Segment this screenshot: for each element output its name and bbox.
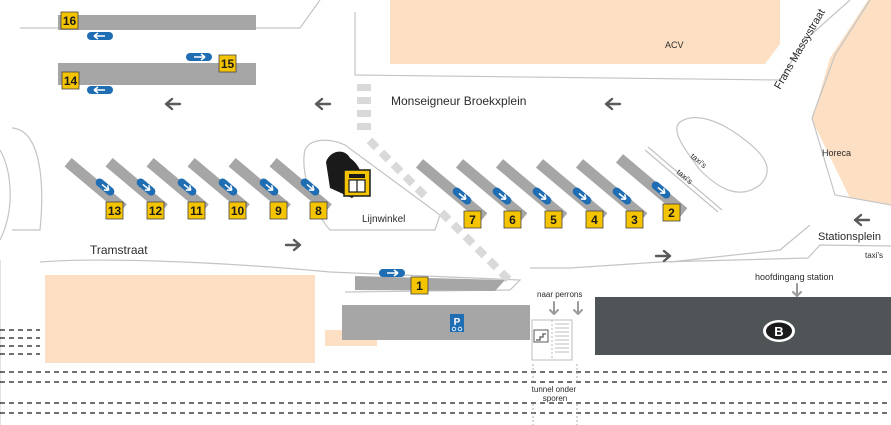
traffic-arrow-left xyxy=(853,213,871,227)
blue-arrow-left-14 xyxy=(87,86,113,94)
street-tramstraat: Tramstraat xyxy=(90,243,148,257)
tunnel-label-bg xyxy=(532,383,578,402)
building-southwest xyxy=(45,275,315,363)
sncb-logo-letter: B xyxy=(774,324,783,339)
curb-west-island xyxy=(11,127,43,231)
bay-number: 11 xyxy=(190,204,203,218)
bay-number: 1 xyxy=(416,279,423,293)
west-bays xyxy=(64,158,332,213)
curb-west-island-2 xyxy=(0,149,11,241)
curb-east-right xyxy=(811,0,891,206)
bicycle-parking-icon: P xyxy=(450,314,464,332)
taxi-island-1 xyxy=(676,117,768,193)
bay-number: 10 xyxy=(231,204,245,218)
bay-number: 4 xyxy=(591,213,598,227)
bay-sign[interactable]: 15 xyxy=(218,54,237,73)
bay-number: 2 xyxy=(668,206,675,220)
bay-sign[interactable]: 7 xyxy=(463,210,482,229)
bay-signs: 16 14 15 13 12 11 10 9 8 7 6 5 4 3 2 1 xyxy=(60,11,681,295)
bay-number: 15 xyxy=(221,57,235,71)
traffic-arrow-left xyxy=(604,97,622,111)
tunnel-access xyxy=(531,319,573,361)
tunnel-label-line: tunnel onder xyxy=(532,385,577,394)
bay-sign[interactable]: 12 xyxy=(146,201,165,220)
blue-arrow-right-15 xyxy=(186,53,212,61)
taxi-label: taxi's xyxy=(865,251,883,260)
bay-number: 9 xyxy=(275,204,282,218)
down-arrow xyxy=(792,283,802,297)
bay-sign[interactable]: 8 xyxy=(309,201,328,220)
curb-station-square xyxy=(669,224,811,263)
bay-sign[interactable]: 1 xyxy=(410,276,429,295)
platform-14-15 xyxy=(58,63,256,85)
curb-stationsplein xyxy=(530,244,891,269)
blue-arrow-right-1 xyxy=(379,269,405,277)
platform-16 xyxy=(58,15,256,30)
shop-icon xyxy=(326,151,371,198)
to-platforms-label: naar perrons xyxy=(537,290,582,299)
tunnel-label: tunnel onder sporen xyxy=(532,385,579,403)
traffic-arrow-left xyxy=(164,97,182,111)
curb-tramstraat xyxy=(39,259,522,293)
bay-sign[interactable]: 13 xyxy=(105,201,124,220)
bay-number: 8 xyxy=(315,204,322,218)
traffic-arrow-right xyxy=(284,238,302,252)
traffic-arrow-right xyxy=(654,249,672,263)
traffic-arrows xyxy=(164,97,871,315)
bay-number: 5 xyxy=(550,213,557,227)
bay-number: 6 xyxy=(509,213,516,227)
bay-number: 14 xyxy=(64,74,78,88)
platform-1 xyxy=(355,276,505,291)
bay-number: 12 xyxy=(149,204,163,218)
bay-sign[interactable]: 3 xyxy=(625,210,644,229)
station-building xyxy=(595,297,891,355)
parking-letter: P xyxy=(454,317,461,328)
bay-sign[interactable]: 10 xyxy=(228,201,247,220)
street-frans-massy: Frans Massystraat xyxy=(772,7,828,91)
bay-number: 3 xyxy=(631,213,638,227)
curb-north xyxy=(354,0,851,81)
bay-number: 7 xyxy=(469,213,476,227)
stairs-icon xyxy=(533,329,549,343)
street-monseigneur: Monseigneur Broekxplein xyxy=(391,94,526,108)
crosswalk-north xyxy=(357,84,371,130)
east-bays xyxy=(415,154,688,222)
bay-sign[interactable]: 16 xyxy=(60,11,79,30)
horeca-building xyxy=(812,0,891,205)
bay-sign[interactable]: 14 xyxy=(61,71,80,90)
taxi-island-2b xyxy=(647,146,723,211)
lijnwinkel-label: Lijnwinkel xyxy=(362,214,405,225)
street-stationsplein: Stationsplein xyxy=(818,231,881,243)
bay-sign[interactable]: 4 xyxy=(585,210,604,229)
crosswalk-diagonal xyxy=(366,137,512,283)
bay-sign[interactable]: 2 xyxy=(662,203,681,222)
bay-number: 13 xyxy=(108,204,122,218)
blue-arrow-left-16 xyxy=(87,32,113,40)
bay-sign[interactable]: 11 xyxy=(187,201,206,220)
bike-parking-platform xyxy=(342,305,530,340)
blue-arrows xyxy=(87,32,671,277)
acv-building xyxy=(390,0,780,64)
sncb-logo: B xyxy=(763,320,795,342)
taxi-island-2 xyxy=(644,149,719,213)
bay-number: 16 xyxy=(63,14,77,28)
bay-sign[interactable]: 6 xyxy=(503,210,522,229)
acv-label: ACV xyxy=(665,40,684,50)
traffic-arrow-left xyxy=(314,97,332,111)
main-entrance-label: hoofdingang station xyxy=(755,272,834,282)
railway-tracks xyxy=(0,329,891,414)
down-arrow xyxy=(573,301,583,315)
platforms xyxy=(58,15,530,340)
horeca-label: Horeca xyxy=(822,148,851,158)
down-arrow xyxy=(549,301,559,315)
tunnel-label-line: sporen xyxy=(543,394,567,403)
bay-sign[interactable]: 9 xyxy=(269,201,288,220)
bay-sign[interactable]: 5 xyxy=(544,210,563,229)
